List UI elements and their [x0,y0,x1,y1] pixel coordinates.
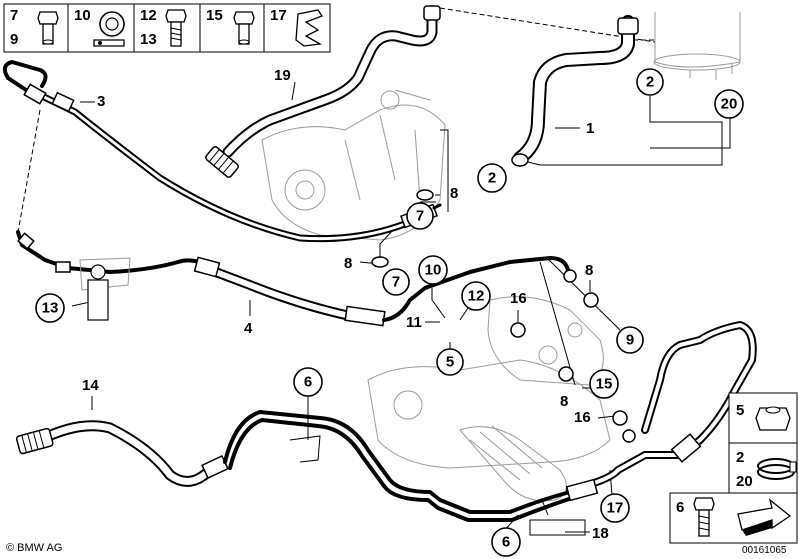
callout-18: 18 [592,525,609,542]
line-3 [2,60,442,243]
line-return-right [565,321,757,502]
callout-7a: 7 [416,208,424,225]
hex-bolt-icon [693,497,715,537]
legend-top-0-number-0: 7 [10,7,18,24]
callout-16b: 16 [574,409,591,426]
legend-right-1-number-1: 20 [736,473,753,490]
callout-12: 12 [468,288,485,305]
line-4 [16,230,577,327]
legend-top-4-number-0: 17 [270,7,287,24]
hose-14 [15,420,229,487]
hex-bolt-icon [165,9,187,47]
callout-2a: 2 [646,74,654,91]
hose-1 [511,15,639,167]
steering-gear [367,296,611,502]
hose-19 [205,5,441,178]
callout-6a: 6 [304,374,312,391]
callout-4: 4 [244,320,253,337]
legend-top-1-number-0: 10 [74,7,91,24]
line-6 [223,410,586,536]
callout-10: 10 [425,262,442,279]
callout-8d: 8 [560,393,568,410]
callout-labels: 3 1 19 8 8 8 8 4 11 16 16 14 18 [82,67,609,542]
callout-9: 9 [626,332,634,349]
callout-8b: 8 [344,255,352,272]
callout-2b: 2 [488,170,496,187]
legend-right-0-number-0: 5 [736,402,744,419]
callout-13: 13 [42,300,59,317]
legend-right: 5 2 20 6 [669,392,798,544]
direction-arrow-icon [737,498,792,536]
circled-callouts: 2 20 2 7 7 10 12 13 5 9 15 6 17 6 [35,68,744,557]
callout-6b: 6 [502,534,510,551]
callout-19: 19 [274,67,291,84]
legend-right-2-number-0: 6 [676,499,684,516]
valve-block-13 [79,257,131,321]
callout-8c: 8 [585,262,593,279]
callout-11: 11 [406,314,422,331]
diagram-id-label: 00161065 [742,545,787,556]
callout-1: 1 [586,120,594,137]
legend-top-2-number-0: 12 [140,7,157,24]
callout-16a: 16 [510,290,527,307]
hex-nut-icon [755,406,791,431]
legend-right-1-number-0: 2 [736,449,744,466]
copyright-label: © BMW AG [6,542,63,554]
washers [371,189,636,443]
legend-top: 7 9 10 12 13 15 17 [3,3,331,53]
hose-clamp-icon [93,11,125,47]
callout-14: 14 [82,377,99,394]
callout-17: 17 [607,500,624,517]
reservoir-tank [653,12,741,80]
callout-3: 3 [97,93,105,110]
callout-8a: 8 [450,185,458,202]
legend-top-3-number-0: 15 [206,7,223,24]
callout-5: 5 [446,354,454,371]
callout-20: 20 [721,96,738,113]
power-steering-pump [261,89,446,241]
callout-15: 15 [596,376,613,393]
banjo-bolt-icon [37,11,59,45]
callout-7b: 7 [392,274,400,291]
legend-top-0-number-1: 9 [10,31,18,48]
banjo-bolt-icon [233,11,255,45]
spring-clip-icon [295,9,323,47]
legend-top-2-number-1: 13 [140,31,157,48]
hose-clamp-band-icon [757,458,797,480]
